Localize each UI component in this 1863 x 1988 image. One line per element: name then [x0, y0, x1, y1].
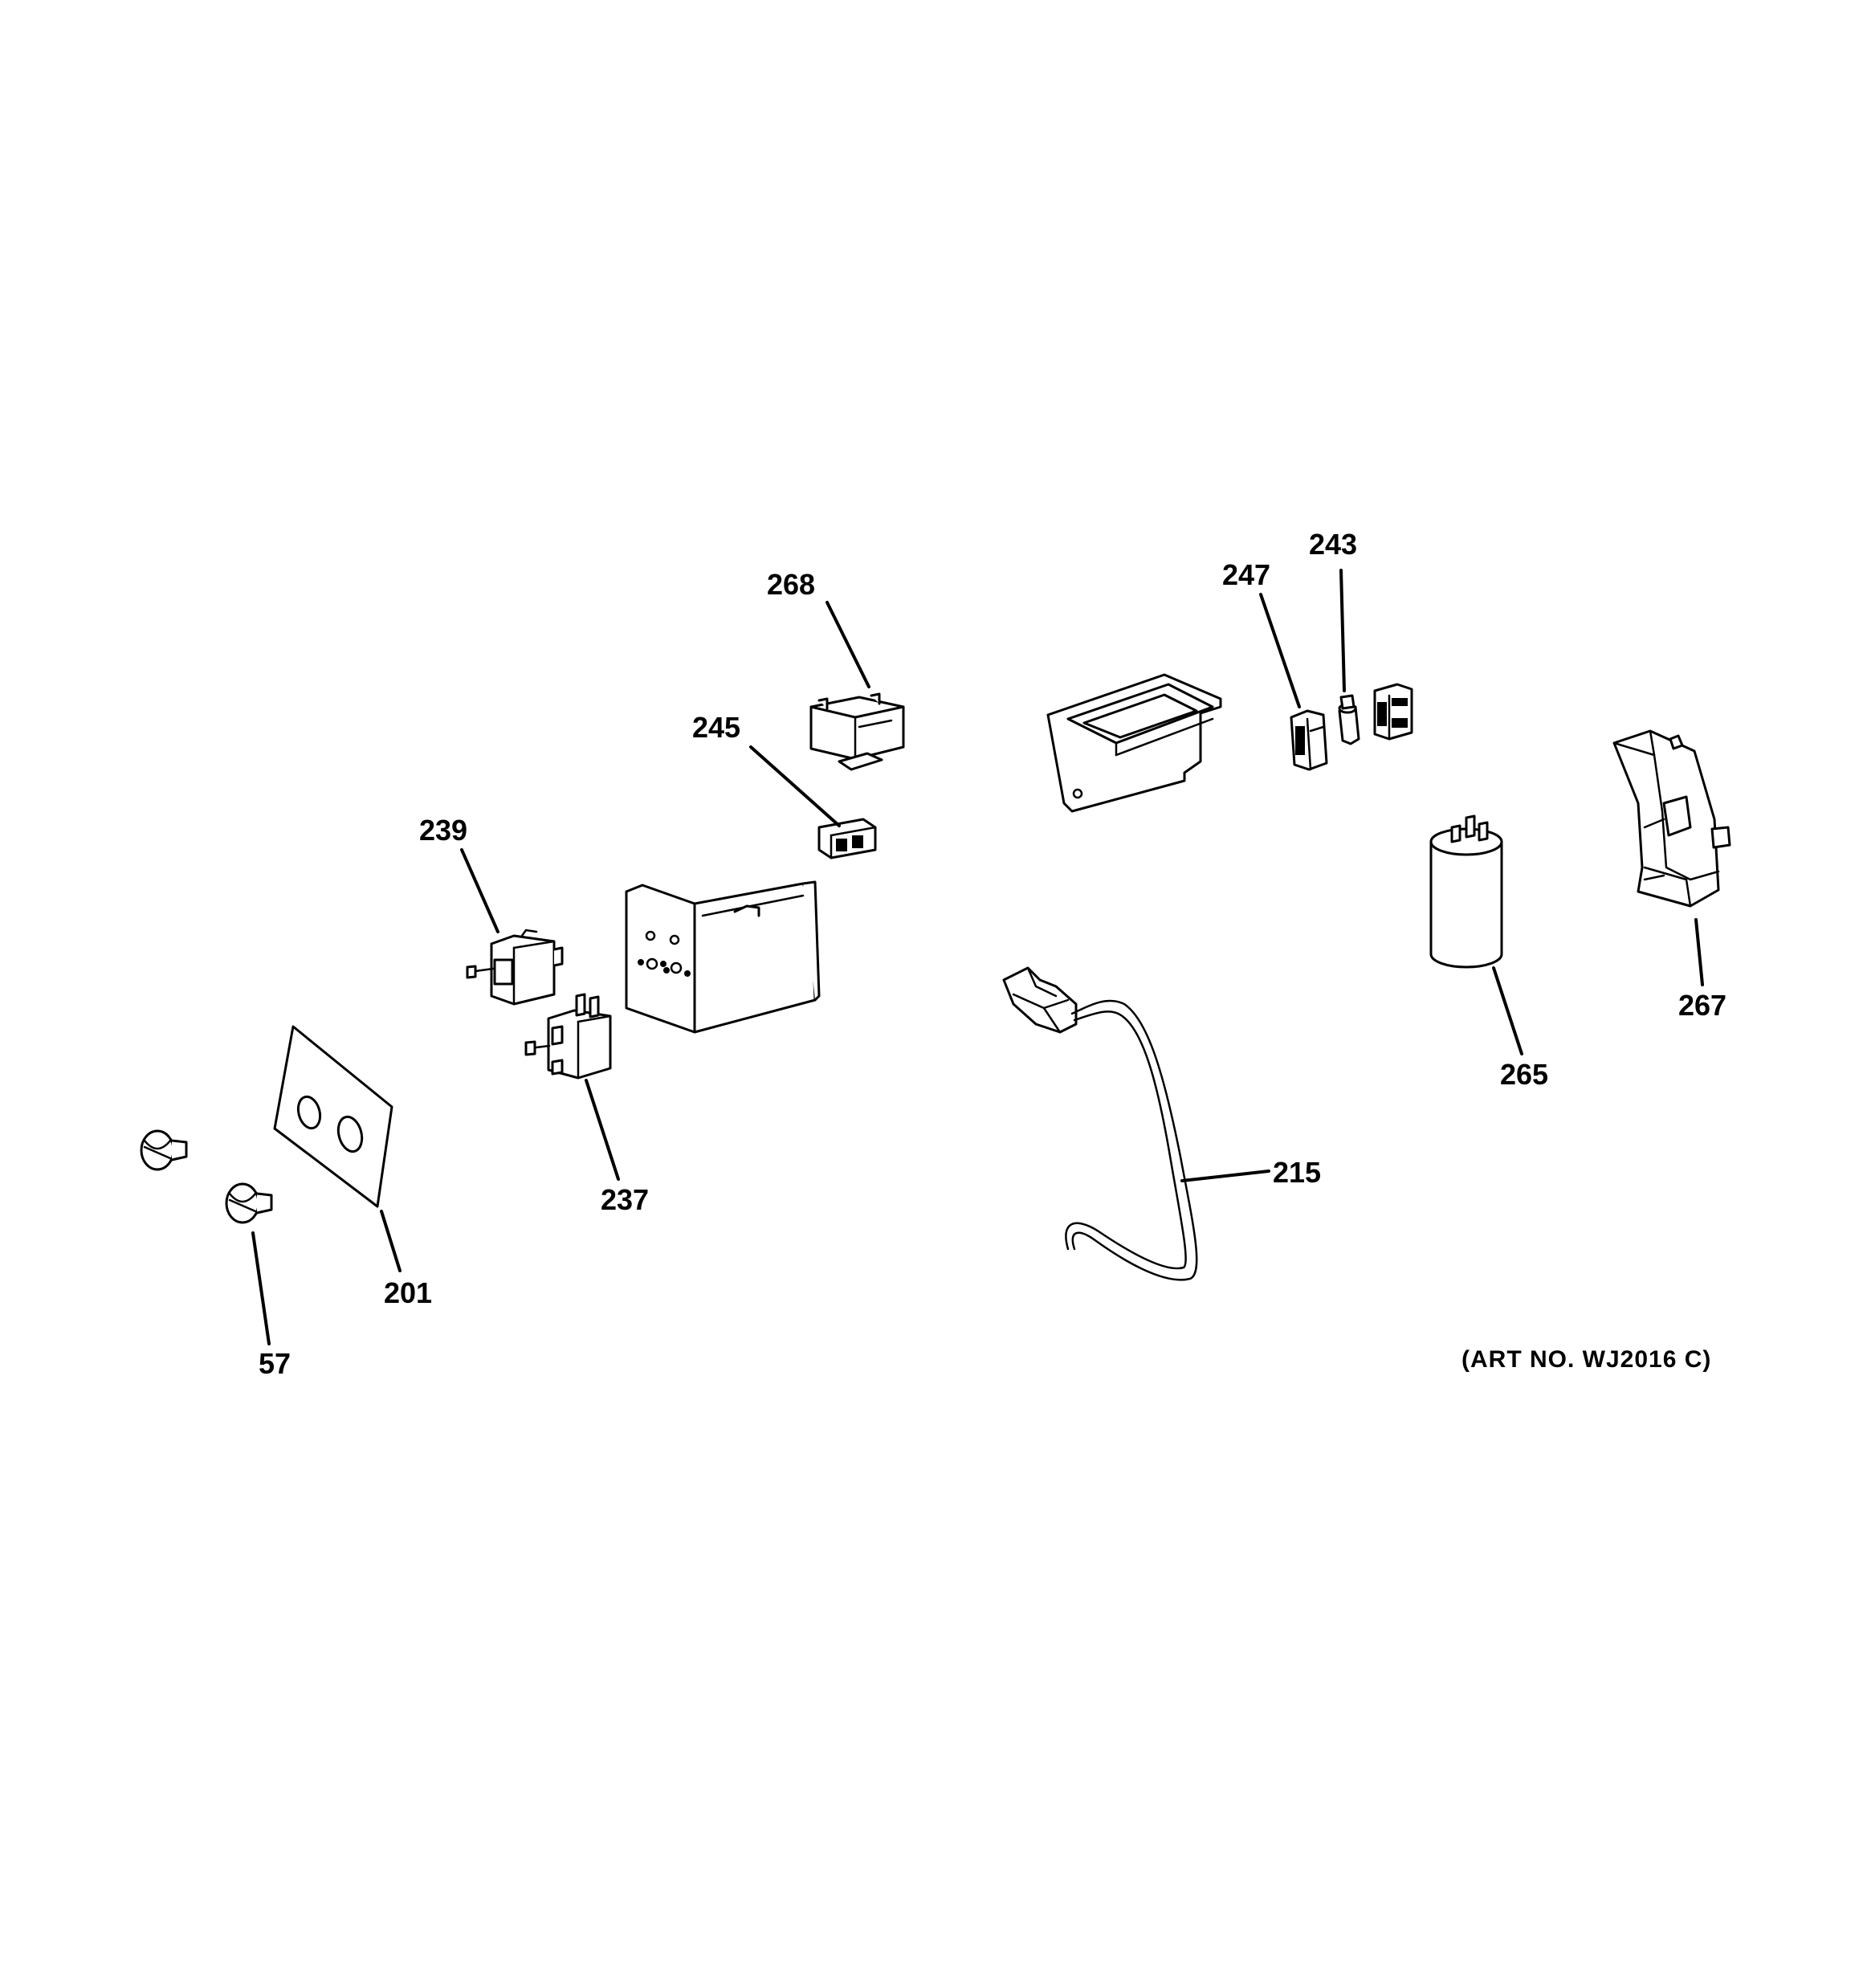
leader-239	[460, 848, 499, 933]
callout-247: 247	[1222, 558, 1270, 591]
part-243-plug[interactable]	[1338, 694, 1360, 745]
leader-247	[1259, 593, 1301, 708]
part-57-knob-upper[interactable]	[140, 1129, 188, 1171]
callout-265: 265	[1500, 1058, 1548, 1091]
callout-243: 243	[1309, 528, 1357, 561]
leader-245	[749, 745, 841, 827]
callout-215: 215	[1273, 1156, 1321, 1189]
callout-57: 57	[259, 1347, 291, 1380]
part-201-control-panel-overlay[interactable]	[273, 1025, 393, 1208]
callout-201: 201	[384, 1276, 432, 1309]
part-57-knob-lower[interactable]	[225, 1182, 273, 1224]
leader-237	[585, 1079, 620, 1181]
part-247-connector[interactable]	[1290, 709, 1328, 771]
part-239-selector-switch[interactable]	[466, 929, 564, 1006]
part-265-capacitor[interactable]	[1429, 814, 1503, 969]
mounting-plate	[1046, 673, 1222, 813]
callout-267: 267	[1678, 989, 1726, 1022]
leader-265	[1492, 966, 1523, 1055]
part-267-capacitor-bracket[interactable]	[1612, 729, 1731, 908]
leader-268	[826, 601, 870, 688]
callout-268: 268	[767, 568, 815, 601]
leader-267	[1694, 918, 1704, 986]
callout-237: 237	[601, 1183, 649, 1216]
part-237-thermostat[interactable]	[524, 993, 612, 1080]
leader-215	[1180, 1170, 1270, 1182]
leader-lines	[251, 569, 1704, 1345]
part-215-power-cord[interactable]	[1002, 966, 1198, 1281]
callout-239: 239	[419, 814, 467, 847]
part-268-relay[interactable]	[809, 692, 905, 771]
part-245-terminal-block[interactable]	[817, 818, 877, 859]
callout-245: 245	[692, 711, 740, 744]
control-bracket	[625, 880, 821, 1034]
auxiliary-connector	[1373, 683, 1413, 741]
leader-201	[380, 1210, 402, 1272]
leader-57	[251, 1231, 271, 1345]
callout-labels: 268 245 239 237 201 57 247 243 265 267 2…	[259, 528, 1726, 1380]
art-number: (ART NO. WJ2016 C)	[1461, 1346, 1711, 1373]
leader-243	[1339, 569, 1346, 692]
